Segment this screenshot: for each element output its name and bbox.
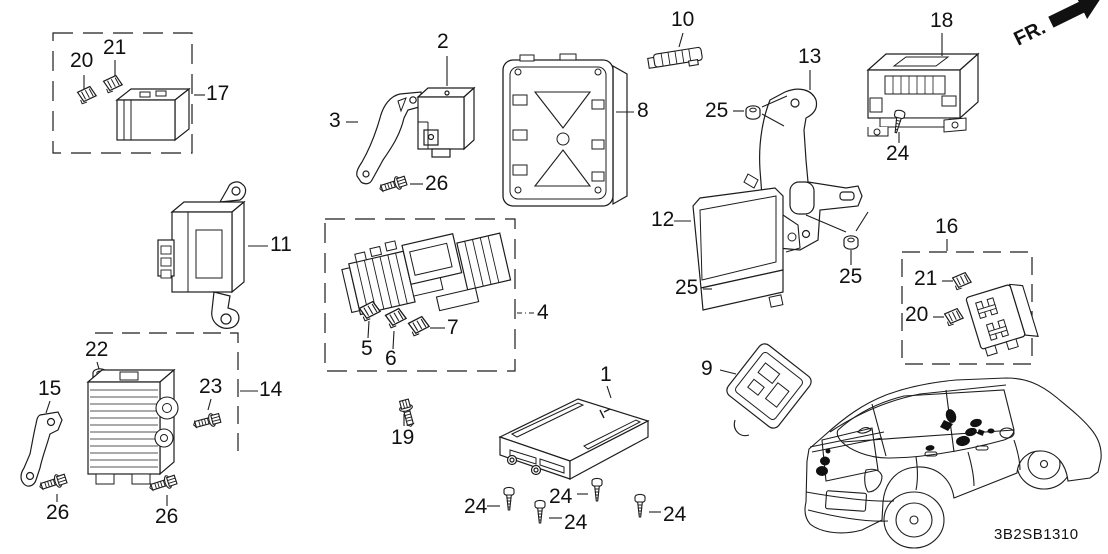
screw-24-b <box>591 477 603 502</box>
clip-20-icon <box>76 85 98 105</box>
callout-24-d: 24 <box>564 511 588 534</box>
part-1-module <box>498 398 650 481</box>
callout-2: 2 <box>437 30 449 53</box>
callout-21: 21 <box>103 36 127 59</box>
bolt-26-right <box>147 472 179 495</box>
part-18-module <box>866 52 980 137</box>
callout-14: 14 <box>259 378 283 401</box>
callout-24-b: 24 <box>464 495 488 518</box>
callout-21-b: 21 <box>914 267 938 290</box>
bolt-26-left <box>37 471 69 494</box>
screw-24-a <box>503 486 515 511</box>
callout-26-c: 26 <box>155 505 179 528</box>
callout-17: 17 <box>206 82 230 105</box>
callout-19: 19 <box>391 426 415 449</box>
part-14-group <box>86 332 239 485</box>
part-2-module <box>416 86 476 158</box>
part-17-group <box>52 32 193 154</box>
callout-22: 22 <box>85 338 109 361</box>
callout-25-b: 25 <box>675 276 699 299</box>
screw-23 <box>191 411 222 432</box>
callout-26-b: 26 <box>46 501 70 524</box>
callout-9: 9 <box>701 357 713 380</box>
callout-16: 16 <box>935 215 959 238</box>
callout-3: 3 <box>329 109 341 132</box>
callout-25-c: 25 <box>839 265 863 288</box>
arrow-icon <box>1048 0 1102 28</box>
vehicle-illustration <box>804 377 1102 549</box>
callout-10: 10 <box>671 8 695 31</box>
callout-24-c: 24 <box>549 485 573 508</box>
callout-24-a: 24 <box>886 142 910 165</box>
screw-24-c <box>534 499 546 524</box>
callout-1: 1 <box>600 363 612 386</box>
part-11-module <box>157 181 247 329</box>
callout-20: 20 <box>70 49 94 72</box>
bolt-26-top <box>377 173 409 196</box>
bolt-19 <box>397 398 418 429</box>
callout-23: 23 <box>199 375 223 398</box>
part-10-unit <box>647 46 703 69</box>
part-16-group <box>901 251 1039 365</box>
callout-5: 5 <box>361 337 373 360</box>
part-9-module <box>726 343 812 437</box>
relay-box-assembly <box>341 232 512 316</box>
callout-20-b: 20 <box>905 303 929 326</box>
clip-21-icon <box>102 74 124 94</box>
screw-24-d <box>634 493 646 518</box>
callout-24-e: 24 <box>663 503 687 526</box>
leader-lines <box>45 32 953 519</box>
part-4-group <box>324 218 516 372</box>
callout-26-a: 26 <box>425 172 449 195</box>
callout-18: 18 <box>930 9 954 32</box>
fr-label: FR. <box>1011 17 1050 51</box>
callout-8: 8 <box>637 99 649 122</box>
part-12-module <box>692 187 801 311</box>
part-3-bracket <box>356 91 424 185</box>
nut-25-right <box>843 235 859 250</box>
part-15-bracket <box>20 411 63 487</box>
callout-4: 4 <box>537 301 549 324</box>
diagram-code: 3B2SB1310 <box>994 526 1079 543</box>
relay-6-icon <box>384 306 408 330</box>
clip-21-right-icon <box>951 271 973 291</box>
part-16-module <box>965 283 1039 357</box>
callout-13: 13 <box>798 45 822 68</box>
callout-15: 15 <box>38 377 62 400</box>
callout-11: 11 <box>270 233 292 256</box>
callout-6: 6 <box>385 347 397 370</box>
callout-25-a: 25 <box>705 99 729 122</box>
relay-7-icon <box>407 314 431 338</box>
nut-25-top <box>745 105 761 120</box>
clip-20-right-icon <box>943 307 965 327</box>
component-location-marks <box>816 409 995 476</box>
callout-7: 7 <box>447 316 459 339</box>
fr-direction-arrow: FR. <box>1011 0 1102 51</box>
part-8-fuse-box <box>502 53 628 207</box>
callout-12: 12 <box>651 208 675 231</box>
